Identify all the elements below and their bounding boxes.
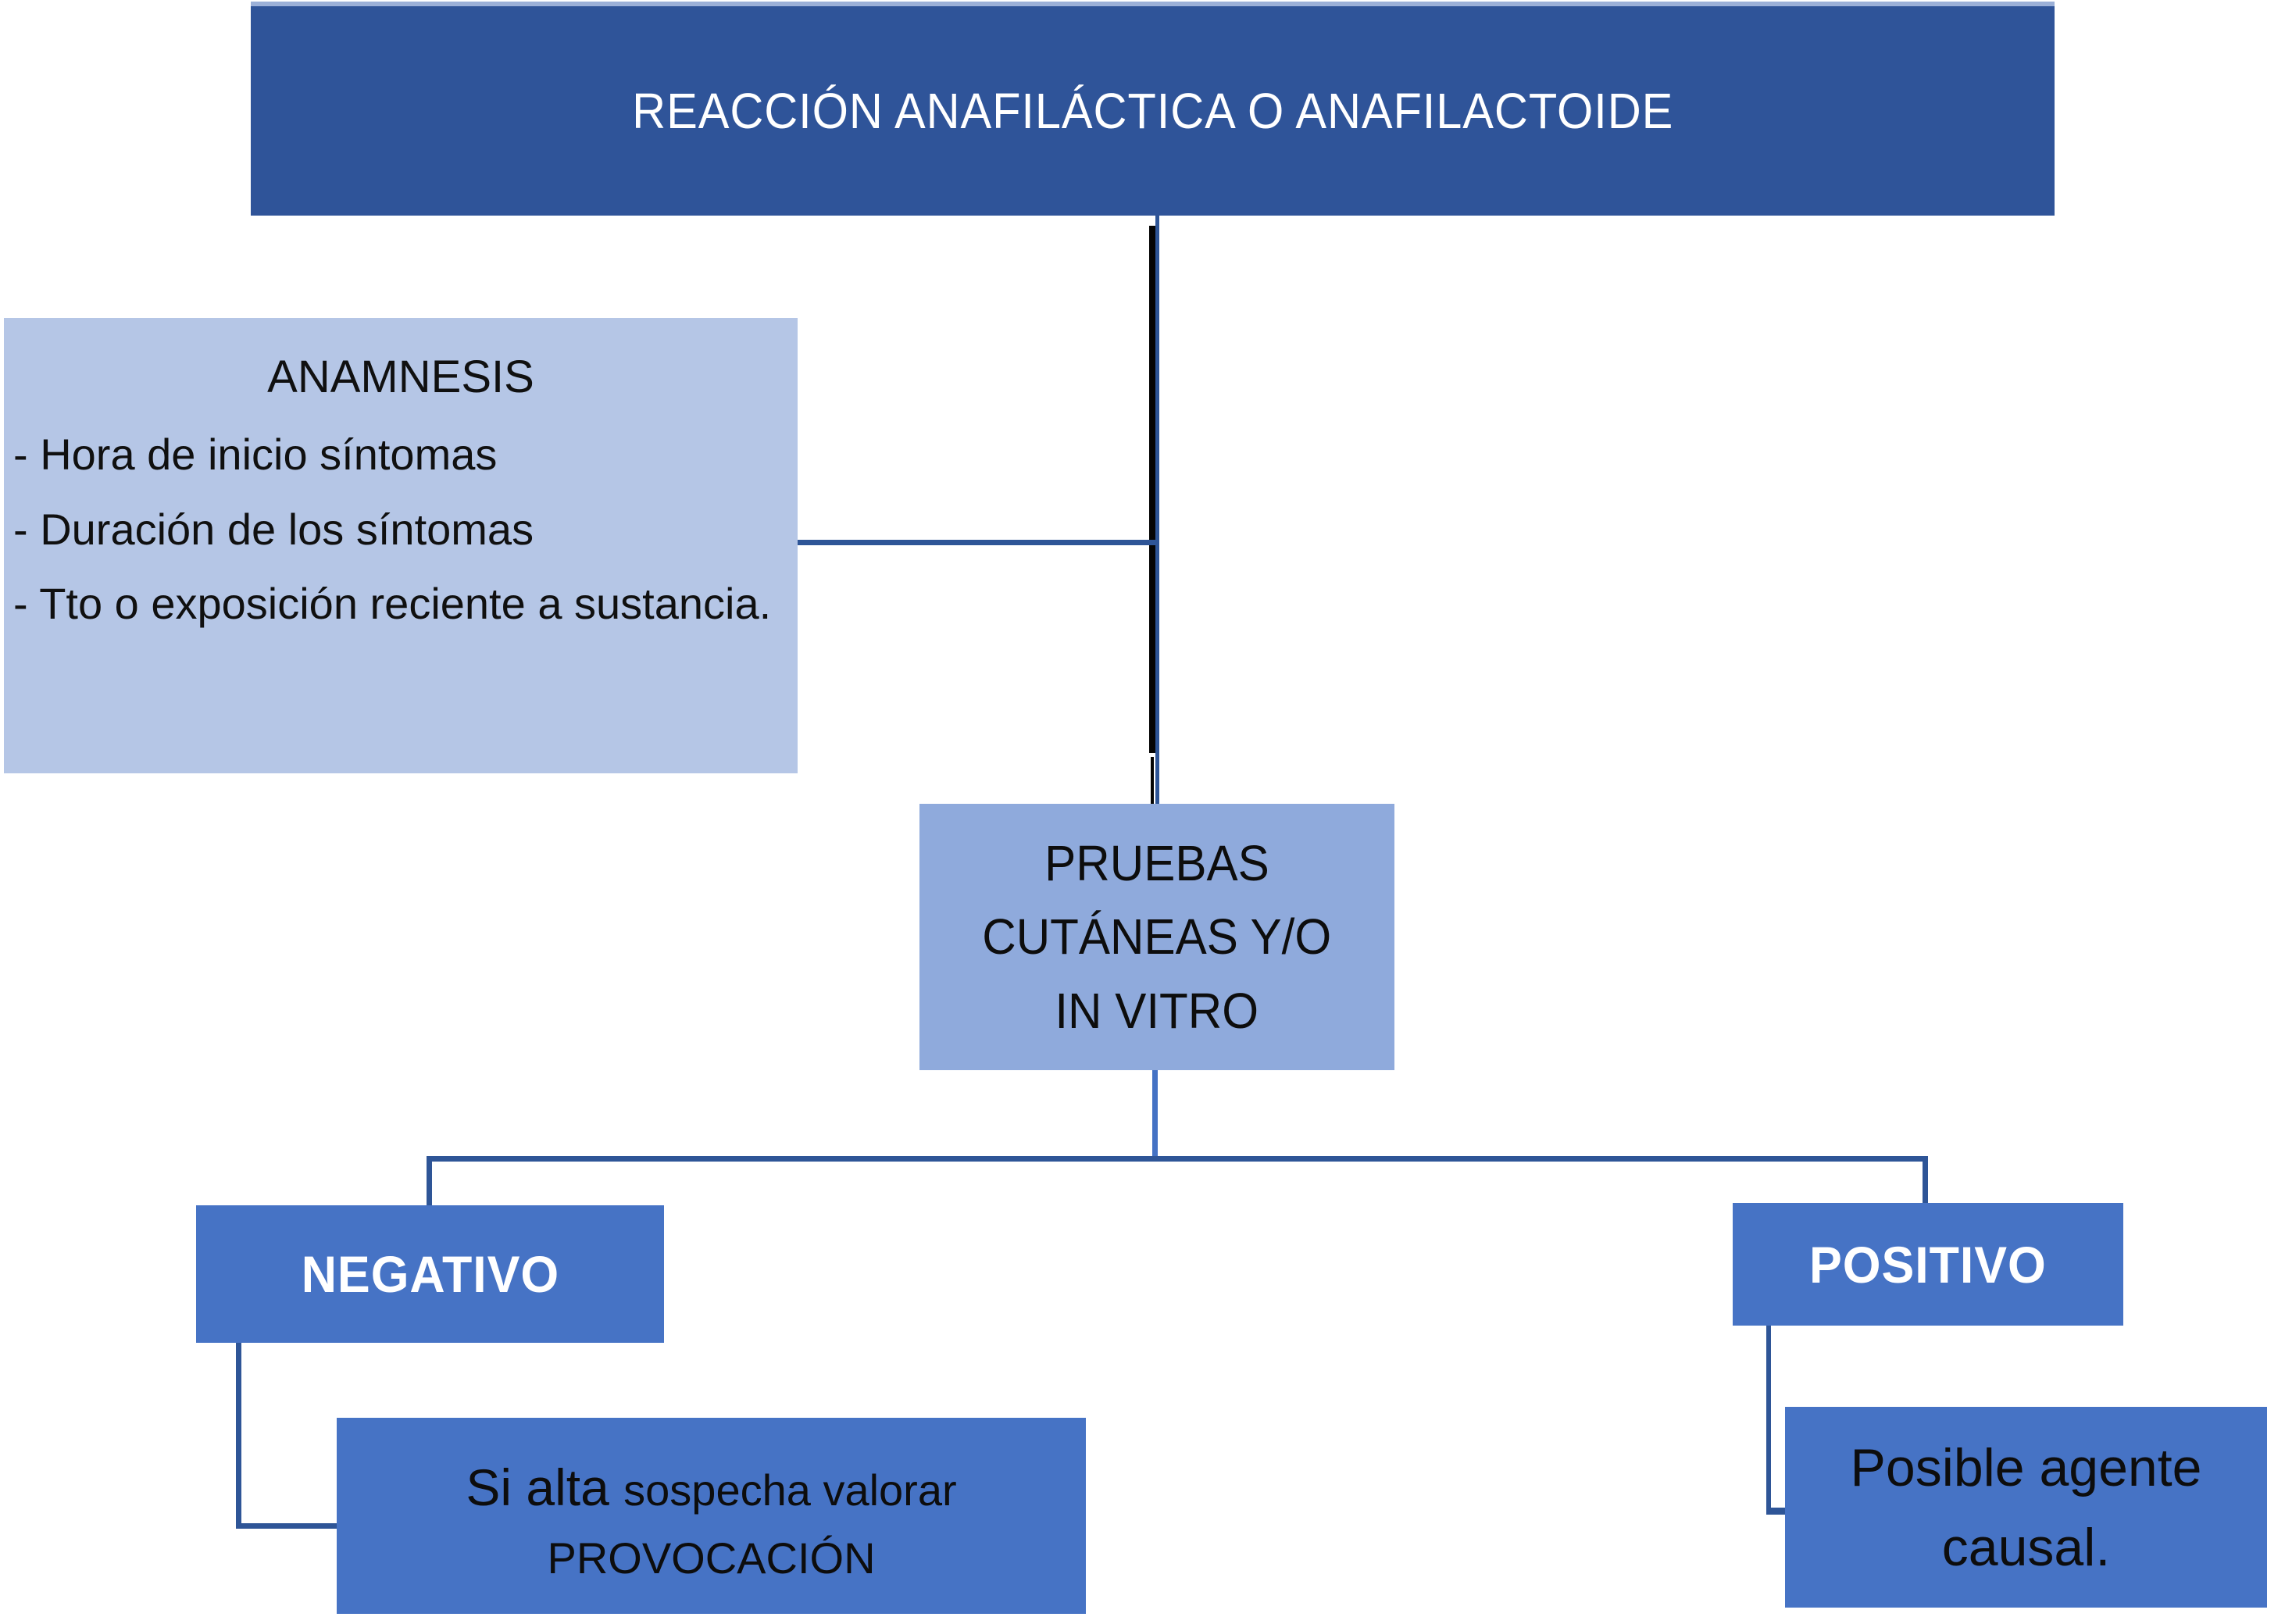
connector-negativo-elbow-horizontal [236,1523,337,1529]
anamnesis-item-hora: - Hora de inicio síntomas [13,430,498,479]
anamnesis-box: ANAMNESIS - Hora de inicio síntomas - Du… [4,318,798,773]
provocacion-text: sospecha valorar [623,1465,957,1515]
posible-agente-line-1: Posible agente [1850,1437,2202,1497]
provocacion-line-2: PROVOCACIÓN [547,1533,876,1583]
positivo-box: POSITIVO [1733,1203,2123,1326]
anamnesis-item-duracion: - Duración de los síntomas [13,504,534,554]
provocacion-line-1: Si alta sospecha valorar [466,1445,956,1530]
pruebas-line-2: CUTÁNEAS Y/O [982,908,1332,965]
anamnesis-item-tto: - Tto o exposición reciente a sustancia. [13,579,772,629]
connector-anamnesis-line [798,540,1156,545]
connector-positivo-elbow-vertical [1766,1326,1771,1513]
negativo-label: NEGATIVO [301,1245,559,1303]
positivo-label: POSITIVO [1809,1235,2047,1294]
pruebas-line-3: IN VITRO [1055,982,1259,1039]
banner-title: REACCIÓN ANAFILÁCTICA O ANAFILACTOIDE [631,83,1674,139]
connector-pruebas-stub [1152,1070,1158,1158]
connector-banner-to-pruebas-blue-line [1155,216,1159,806]
connector-drop-negativo [427,1156,432,1208]
connector-drop-positivo [1923,1156,1928,1205]
provocacion-emphasis: Si alta [466,1458,624,1516]
pruebas-line-1: PRUEBAS [1044,835,1269,892]
connector-positivo-elbow-horizontal [1766,1508,1787,1515]
anamnesis-title: ANAMNESIS [267,352,534,402]
connector-banner-to-pruebas-black-line-lower [1151,757,1154,804]
pruebas-cutaneas-box: PRUEBAS CUTÁNEAS Y/O IN VITRO [919,804,1394,1070]
connector-negativo-elbow-vertical [236,1343,241,1529]
negativo-box: NEGATIVO [196,1205,664,1343]
connector-banner-to-pruebas-black-line [1149,226,1155,753]
banner-reaccion-anafilactica: REACCIÓN ANAFILÁCTICA O ANAFILACTOIDE [251,2,2055,216]
posible-agente-line-2: causal. [1941,1517,2111,1577]
provocacion-box: Si alta sospecha valorar PROVOCACIÓN [337,1418,1086,1614]
connector-branch-horizontal [427,1156,1928,1162]
posible-agente-box: Posible agente causal. [1785,1407,2267,1608]
